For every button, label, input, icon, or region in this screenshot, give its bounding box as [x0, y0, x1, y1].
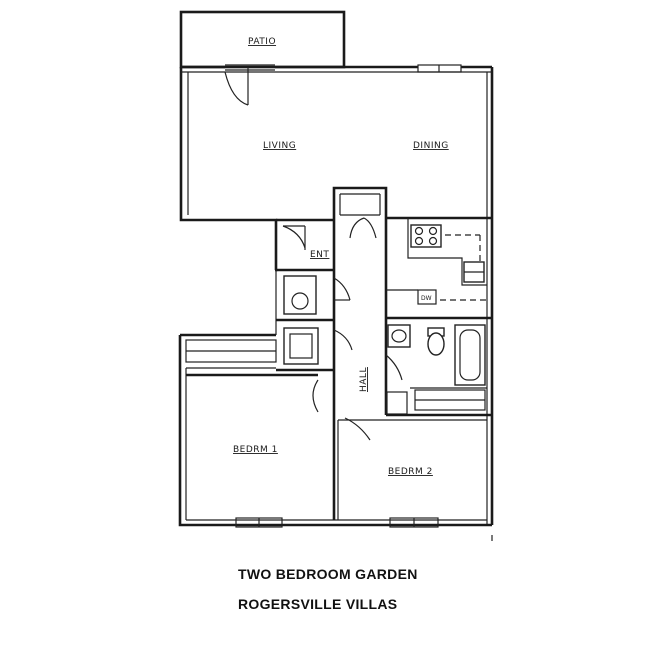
- interior-walls: ENT DW: [185, 186, 492, 520]
- bedroom1-label: BEDRM 1: [233, 445, 278, 455]
- patio: PATIO: [179, 10, 346, 69]
- entry-door-swing: [282, 225, 306, 249]
- property-name: ROGERSVILLE VILLAS: [238, 596, 398, 612]
- bedroom2-door-swing: [344, 417, 371, 441]
- left-wall-lower: [178, 335, 338, 527]
- stove: [410, 224, 442, 248]
- hall-label: HALL: [359, 367, 369, 392]
- dryer: [283, 327, 319, 365]
- dishwasher: [417, 289, 437, 305]
- kitchen-counter: [407, 218, 487, 286]
- patio-wall: [179, 10, 346, 69]
- living-label: LIVING: [263, 141, 296, 151]
- bedroom1-door-swing: [312, 379, 319, 413]
- bedroom2-window: [389, 517, 439, 528]
- left-wall-upper: [179, 67, 278, 272]
- bedroom1-window: [235, 517, 283, 528]
- dishwasher-label: DW: [421, 295, 432, 302]
- patio-door: [224, 64, 275, 106]
- patio-label: PATIO: [248, 37, 276, 47]
- dining-label: DINING: [413, 141, 449, 151]
- closet-walls: [332, 186, 388, 380]
- plan-title: TWO BEDROOM GARDEN: [238, 566, 418, 582]
- washer: [283, 275, 317, 315]
- bath-sink: [387, 324, 411, 348]
- dining-window: [417, 64, 462, 73]
- bedroom2-label: BEDRM 2: [388, 467, 433, 477]
- linen-closet: [386, 391, 408, 415]
- toilet-bowl: [427, 332, 445, 356]
- entry-label: ENT: [310, 250, 329, 260]
- exterior-walls: [178, 65, 494, 527]
